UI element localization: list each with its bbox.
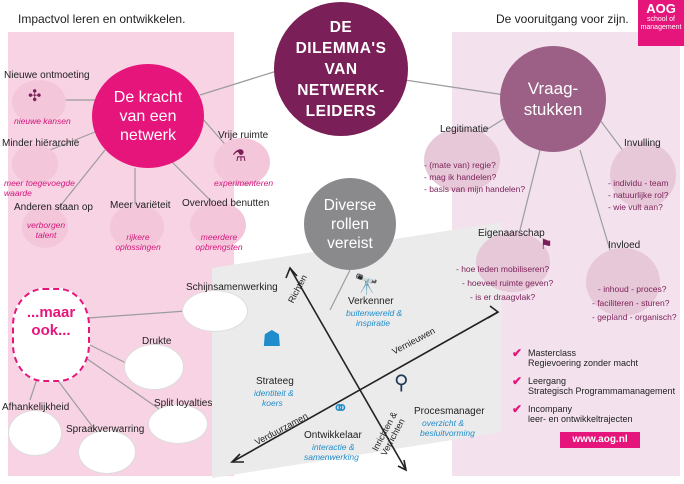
vraagstukken-circle: Vraag- stukken bbox=[500, 46, 606, 152]
kracht-circle: De kracht van een netwerk bbox=[92, 64, 204, 168]
node-schijnsamenwerking bbox=[182, 290, 248, 332]
offer-masterclass: Masterclass Regievoering zonder macht bbox=[528, 348, 639, 368]
node-vrije-ruimte bbox=[214, 138, 270, 186]
label-spraakverwarring: Spraakverwarring bbox=[66, 424, 145, 435]
label-legitimatie: Legitimatie bbox=[440, 124, 489, 135]
node-nieuwe-ontmoeting bbox=[12, 80, 66, 124]
telescope-icon: 🔭 bbox=[354, 274, 379, 296]
label-anderen-staan-op: Anderen staan op bbox=[14, 202, 93, 213]
node-invloed bbox=[586, 248, 660, 316]
label-invulling: Invulling bbox=[624, 138, 661, 149]
node-legitimatie bbox=[424, 128, 500, 192]
label-overvloed-benutten: Overvloed benutten bbox=[182, 198, 270, 209]
website-link[interactable]: www.aog.nl bbox=[560, 432, 640, 448]
offer-leergang: Leergang Strategisch Programmamanagement bbox=[528, 376, 676, 396]
sub-experimenteren: experimenteren bbox=[214, 178, 274, 188]
node-meer-varieteit bbox=[110, 204, 164, 250]
node-spraakverwarring bbox=[78, 430, 136, 474]
node-afhankelijkheid bbox=[8, 410, 62, 456]
role-verkenner: Verkenner bbox=[348, 296, 394, 307]
diverse-rollen-circle: Diverse rollen vereist bbox=[304, 178, 396, 270]
label-afhankelijkheid: Afhankelijkheid bbox=[2, 402, 70, 413]
label-drukte: Drukte bbox=[142, 336, 172, 347]
node-split-loyalties bbox=[148, 404, 208, 444]
sub-meer-waarde: meer toegevoegde waarde bbox=[4, 178, 75, 198]
sub-nieuwe-kansen: nieuwe kansen bbox=[14, 116, 71, 126]
role-strateeg: Strateeg bbox=[256, 376, 294, 387]
label-invloed: Invloed bbox=[608, 240, 641, 251]
aog-logo: AOG school of management bbox=[638, 0, 684, 46]
label-split-loyalties: Split loyalties bbox=[154, 398, 213, 409]
label-nieuwe-ontmoeting: Nieuwe ontmoeting bbox=[4, 70, 90, 81]
role-ontwikkelaar: Ontwikkelaar bbox=[304, 430, 362, 441]
maar-ook-circle: ...maar ook... bbox=[12, 288, 90, 382]
chain-link-icon: ⚭ bbox=[332, 398, 349, 420]
node-eigenaarschap bbox=[476, 232, 550, 292]
label-meer-varieteit: Meer variëteit bbox=[110, 200, 171, 211]
checkmark-icon: ✔ bbox=[512, 374, 523, 388]
right-tagline: De vooruitgang voor zijn. bbox=[496, 12, 629, 26]
checkmark-icon: ✔ bbox=[512, 346, 523, 360]
offer-incompany: Incompany leer- en ontwikkeltrajecten bbox=[528, 404, 633, 424]
node-anderen-staan-op bbox=[22, 206, 68, 248]
flag-icon: ⚑ bbox=[540, 236, 553, 252]
strateeg-person-icon: ☗ bbox=[262, 326, 282, 351]
node-overvloed-benutten bbox=[190, 202, 246, 248]
label-vrije-ruimte: Vrije ruimte bbox=[218, 130, 269, 141]
node-drukte bbox=[124, 344, 184, 390]
checkmark-icon: ✔ bbox=[512, 402, 523, 416]
node-invulling bbox=[610, 142, 676, 208]
label-schijnsamenwerking: Schijnsamenwerking bbox=[186, 282, 278, 293]
molecule-icon: ✣ bbox=[28, 88, 42, 105]
sub-meerdere-opbrengsten: meerdere opbrengsten bbox=[195, 232, 243, 252]
sub-verborgen-talent: verborgen talent bbox=[26, 220, 66, 240]
left-tagline: Impactvol leren en ontwikkelen. bbox=[18, 12, 186, 26]
sub-rijkere-oplossingen: rijkere oplossingen bbox=[115, 232, 161, 252]
magnifier-icon: ⚲ bbox=[394, 372, 409, 394]
label-minder-hierarchie: Minder hiërarchie bbox=[2, 138, 80, 149]
node-minder-hierarchie bbox=[12, 144, 58, 184]
role-procesmanager: Procesmanager bbox=[414, 406, 485, 417]
label-eigenaarschap: Eigenaarschap bbox=[478, 228, 545, 239]
main-title-circle: DE DILEMMA'S VAN NETWERK- LEIDERS bbox=[274, 2, 408, 136]
flask-icon: ⚗ bbox=[232, 148, 247, 165]
